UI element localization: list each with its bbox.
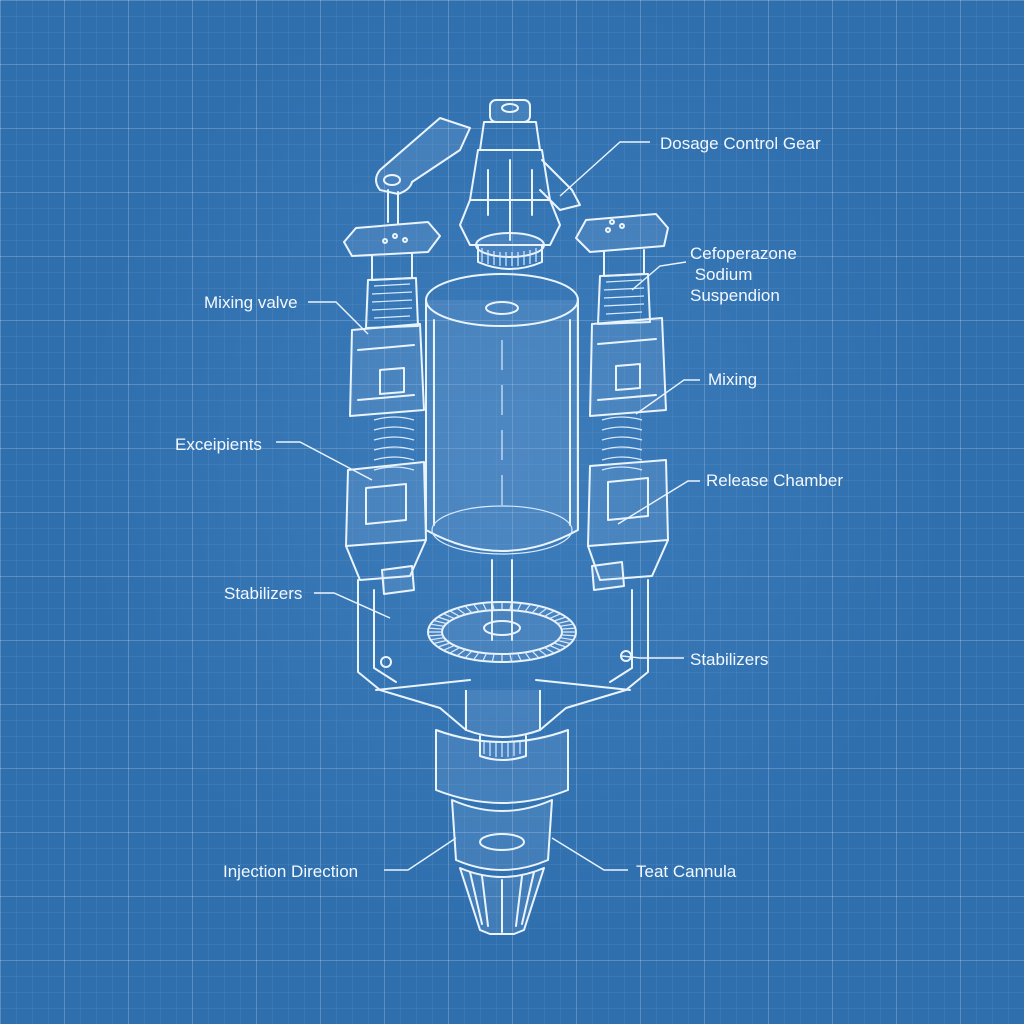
dosage-control-gear xyxy=(459,99,561,270)
label-release-chamber: Release Chamber xyxy=(706,471,844,490)
label-teat-cannula: Teat Cannula xyxy=(636,862,737,881)
right-column xyxy=(575,213,669,581)
label-dosage-control-gear: Dosage Control Gear xyxy=(660,134,821,153)
central-cylinder xyxy=(425,273,579,641)
lower-gear xyxy=(427,601,577,663)
label-stabilizers-right: Stabilizers xyxy=(690,650,769,669)
label-mixing: Mixing xyxy=(708,370,758,389)
label-injection-direction: Injection Direction xyxy=(223,862,359,881)
label-cefoperazone-sodium-suspension: Cefoperazone Sodium Suspendion xyxy=(690,244,797,305)
crank-arm xyxy=(375,117,581,225)
leader-lines xyxy=(276,141,700,871)
label-stabilizers-left: Stabilizers xyxy=(224,584,303,603)
label-mixing-valve: Mixing valve xyxy=(204,293,298,312)
label-excipients: Exceipients xyxy=(175,435,262,454)
nozzle xyxy=(435,690,569,935)
left-column xyxy=(343,221,441,581)
